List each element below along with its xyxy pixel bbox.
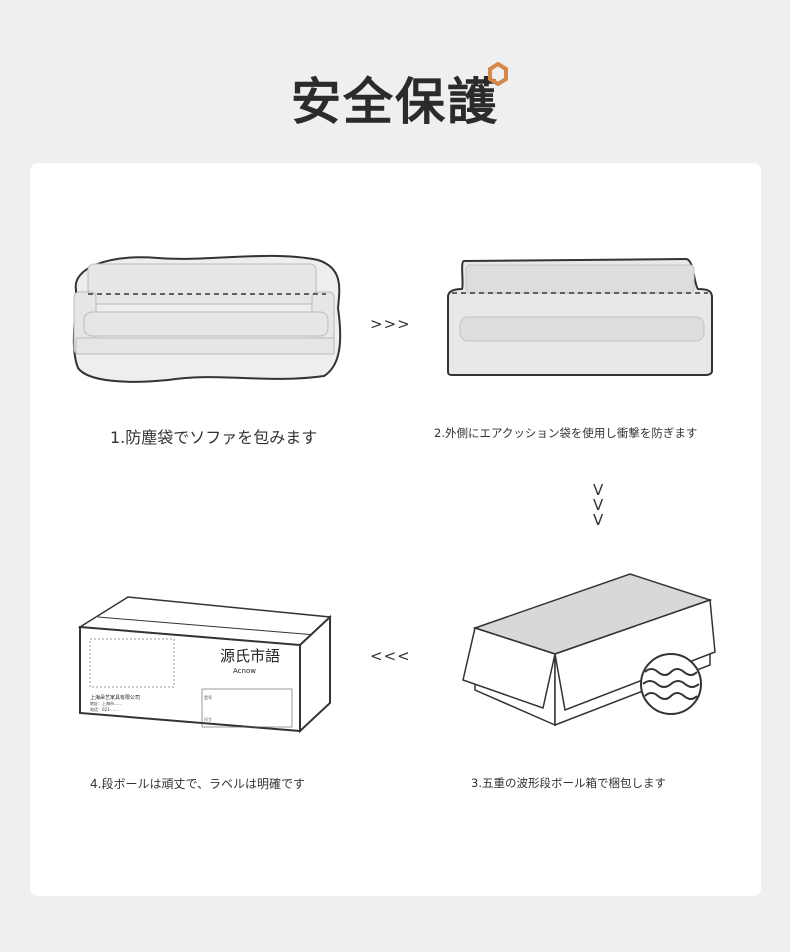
svg-text:Acnow: Acnow: [233, 667, 256, 675]
hexagon-icon: [488, 62, 508, 86]
labeled-box-illustration: 源氏市語 Acnow 上海朵艺家具有限公司 地址：上海市…… 电话：021-………: [78, 596, 332, 734]
arrow-right: >>>: [370, 315, 411, 333]
svg-text:地址：上海市……: 地址：上海市……: [90, 700, 122, 706]
corrugated-box-illustration: [462, 573, 716, 727]
svg-text:源氏市語: 源氏市語: [220, 647, 280, 665]
step-3-caption: 3.五重の波形段ボール箱で梱包します: [471, 776, 666, 790]
page-title: 安全保護: [291, 73, 499, 131]
arrow-down: V V V: [593, 481, 605, 529]
svg-text:尺寸: 尺寸: [204, 716, 212, 722]
sofa-in-dust-bag-illustration: [72, 254, 342, 383]
svg-text:型号: 型号: [204, 694, 212, 700]
svg-text:上海朵艺家具有限公司: 上海朵艺家具有限公司: [90, 694, 140, 701]
step-1-caption: 1.防塵袋でソファを包みます: [110, 428, 318, 447]
step-2-caption: 2.外側にエアクッション袋を使用し衝撃を防ぎます: [434, 426, 698, 440]
sofa-in-air-cushion-illustration: [447, 257, 713, 376]
arrow-left: <<<: [370, 647, 411, 665]
step-4-caption: 4.段ボールは頑丈で、ラベルは明確です: [90, 777, 305, 791]
svg-text:电话：021-……: 电话：021-……: [90, 706, 119, 712]
